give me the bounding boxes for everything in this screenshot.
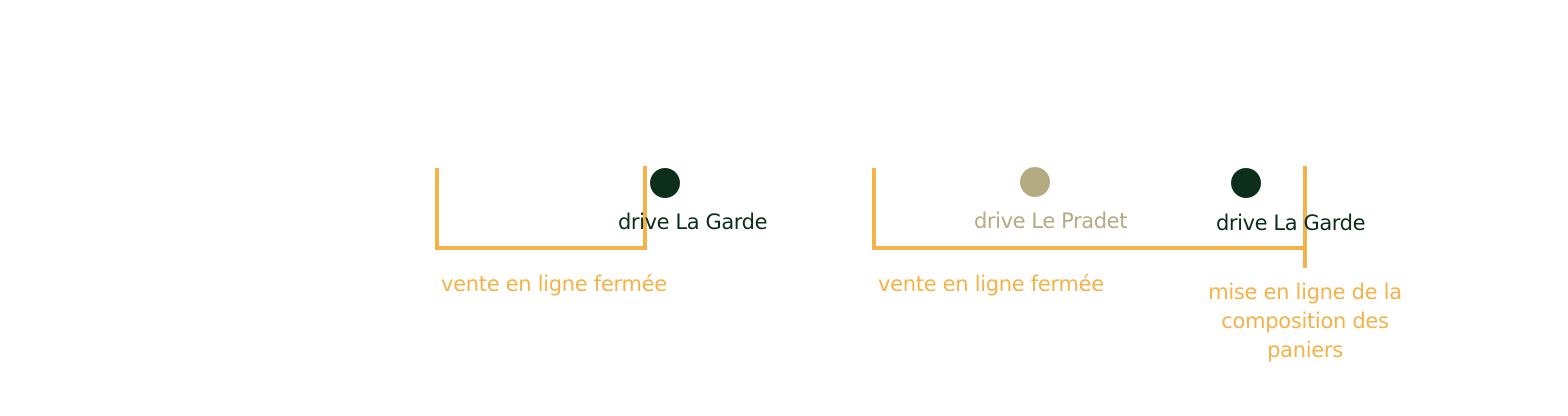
left-bracket-right-line xyxy=(643,166,647,250)
right-closed-label: vente en ligne fermée xyxy=(878,272,1104,296)
left-bracket-bottom-line xyxy=(435,246,647,250)
left-bracket-left-line xyxy=(435,168,439,250)
right-bracket-right-line xyxy=(1303,166,1307,268)
right-bracket-left-line xyxy=(872,168,876,250)
pradet-drive-dot xyxy=(1020,167,1050,197)
right-drive-label: drive La Garde xyxy=(1216,211,1366,235)
right-drive-dot xyxy=(1231,168,1261,198)
pradet-drive-label: drive Le Pradet xyxy=(974,209,1128,233)
composition-label: mise en ligne de la composition des pani… xyxy=(1208,280,1402,362)
left-drive-dot xyxy=(650,168,680,198)
left-drive-label: drive La Garde xyxy=(618,210,768,234)
right-bracket-bottom-line xyxy=(872,246,1307,250)
left-closed-label: vente en ligne fermée xyxy=(441,272,667,296)
